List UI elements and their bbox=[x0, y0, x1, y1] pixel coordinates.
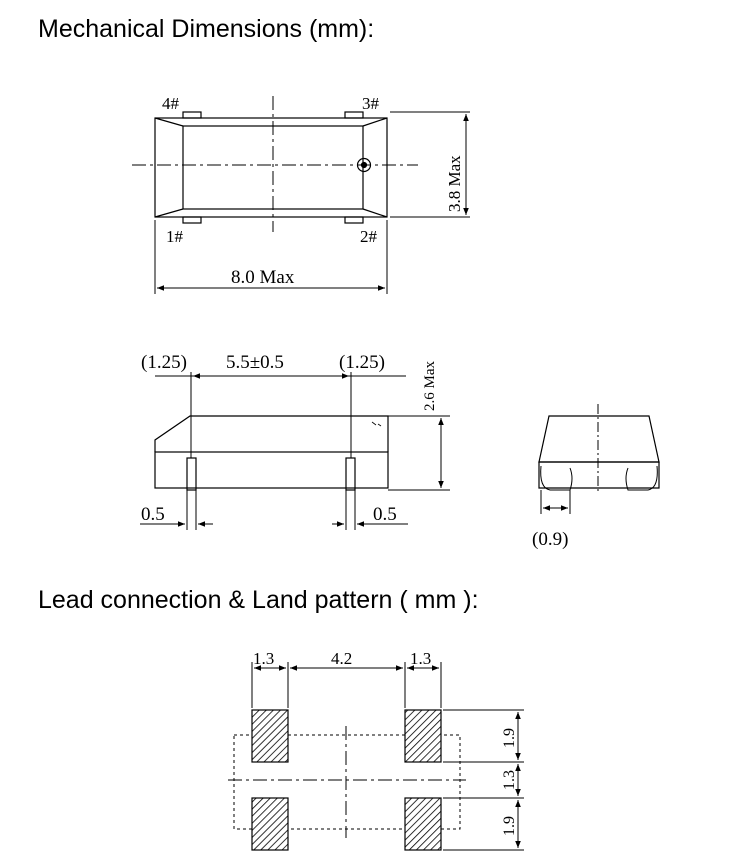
end-body-base bbox=[538, 461, 660, 489]
pin-1-tab bbox=[182, 216, 202, 224]
pin-1-label: 1# bbox=[166, 227, 184, 246]
left-lead bbox=[186, 457, 197, 491]
top-view bbox=[132, 96, 470, 294]
land-pattern-heading: Lead connection & Land pattern ( mm ): bbox=[38, 586, 479, 614]
left-pad-width-label: 1.3 bbox=[253, 649, 274, 668]
pin-3-label: 3# bbox=[362, 94, 380, 113]
side-view bbox=[140, 372, 450, 530]
pin-one-marker bbox=[356, 157, 372, 173]
right-lead bbox=[345, 457, 356, 491]
pitch-label: 5.5±0.5 bbox=[226, 352, 284, 373]
right-pad-width-label: 1.3 bbox=[410, 649, 431, 668]
pad-gap-label: 4.2 bbox=[331, 649, 352, 668]
pin-3-tab bbox=[344, 111, 364, 119]
width-dimension-label: 8.0 Max bbox=[231, 267, 295, 288]
package-outline bbox=[154, 117, 388, 218]
pin-2-label: 2# bbox=[360, 227, 378, 246]
side-height-label: 2.6 Max bbox=[422, 361, 438, 411]
pad-top-left bbox=[251, 709, 289, 763]
right-offset-label: (1.25) bbox=[339, 352, 385, 373]
pad-top-right bbox=[404, 709, 442, 763]
pin-4-tab bbox=[182, 111, 202, 119]
side-body-base bbox=[154, 451, 389, 489]
mechanical-dimensions-heading: Mechanical Dimensions (mm): bbox=[38, 15, 375, 43]
pad-bottom-left bbox=[251, 797, 289, 851]
side-body-top bbox=[154, 415, 389, 452]
right-lead-width-label: 0.5 bbox=[373, 504, 397, 525]
middle-gap-label: 1.3 bbox=[501, 770, 518, 790]
left-lead-width-label: 0.5 bbox=[141, 504, 165, 525]
left-offset-label: (1.25) bbox=[141, 352, 187, 373]
bottom-pad-height-label: 1.9 bbox=[501, 816, 518, 836]
pin-2-tab bbox=[344, 216, 364, 224]
top-pad-height-label: 1.9 bbox=[501, 728, 518, 748]
end-view bbox=[538, 404, 660, 514]
pin-4-label: 4# bbox=[162, 94, 180, 113]
component-footprint bbox=[233, 734, 461, 830]
land-pattern bbox=[228, 662, 524, 851]
height-dimension-label: 3.8 Max bbox=[445, 155, 464, 212]
end-body-top bbox=[538, 415, 660, 463]
pad-bottom-right bbox=[404, 797, 442, 851]
end-lead-label: (0.9) bbox=[532, 529, 568, 550]
